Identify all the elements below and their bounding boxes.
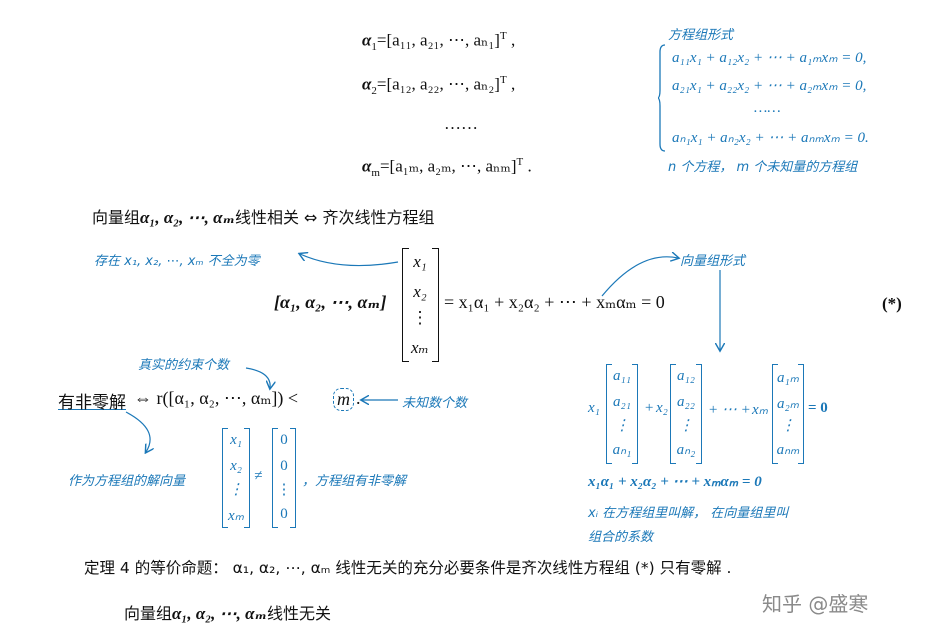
vs-col2-e1: a₁₂ [677,368,695,384]
vs-col3-left [772,364,778,464]
system-form-title: 方程组形式 [668,28,734,43]
vs-col1-left [606,364,612,464]
main-col-xm: xₘ [411,338,429,357]
zero-2: 0 [280,458,288,474]
arrow-constraints [245,367,270,388]
line-linear-independent: 向量组α₁, α₂, ⋯, αₘ线性无关 [124,604,331,623]
main-lhs-matrix: [α₁, α₂, ⋯, αₘ] [274,292,387,312]
sol-col-left-bracket [222,428,228,528]
rank-condition: ⇔ r([α₁, α₂, ⋯, αₘ]) < [134,388,299,408]
eq-dots: …… [444,114,478,133]
note-unknowns-count: 未知数个数 [402,396,468,411]
line-linear-dependent: 向量组α₁, α₂, ⋯, αₘ线性相关 ⇔ 齐次线性方程组 [92,208,435,227]
sol-dots: ⋮ [228,482,244,498]
main-col-x2: x₂ [413,282,427,301]
zero-4: 0 [280,506,288,522]
main-col-x1: x₁ [413,252,427,271]
vs-note-2: 组合的系数 [588,530,654,545]
vs-col1-e3: ⋮ [614,418,630,434]
sol-x2: x₂ [230,458,242,474]
vs-col3-e2: a₂ₘ [776,396,800,412]
zero-col-left-bracket [272,428,278,528]
system-brace [656,44,666,152]
vs-result: = 0 [808,400,828,416]
main-rhs: = x₁α₁ + x₂α₂ + ⋯ + xₘαₘ = 0 [444,292,665,312]
eq-alpha-2: α2=[a₁₂, a₂₂, ⋯, aₙ₂]T , [362,74,516,98]
vs-col2-e4: aₙ₂ [676,442,696,458]
vs-coef-m: xₘ [752,402,769,418]
brace-icon [656,44,666,152]
note-real-constraints: 真实的约束个数 [138,358,230,373]
watermark: 知乎 @盛寒 [762,592,869,616]
eq-alpha-m: αm=[a₁ₘ, a₂ₘ, ⋯, aₙₘ]T . [362,156,532,180]
arrow-to-vector-form [601,257,678,297]
equation-tag: (*) [882,294,902,313]
main-col-right-bracket [432,248,439,362]
system-row-3: …… [754,100,781,116]
vs-col1-e2: a₂₁ [613,394,631,410]
not-equal-sign: ≠ [254,468,263,484]
vs-dots: + ⋯ + [708,402,751,418]
vs-col1-e4: aₙ₁ [612,442,632,458]
eq-alpha-1: α1=[a₁₁, a₂₁, ⋯, aₙ₁]T , [362,30,516,54]
vs-plus: + [644,400,655,416]
note-not-all-zero: 存在 x₁, x₂, ⋯, xₘ 不全为零 [94,254,260,269]
note-has-nonzero-solution: ，方程组有非零解 [302,474,407,489]
main-col-dots: ⋮ [411,308,429,327]
system-form-note: n 个方程， m 个未知量的方程组 [668,160,858,175]
zero-1: 0 [280,432,288,448]
system-row-2: a₂₁x₁ + a₂₂x₂ + ⋯ + a₂ₘxₘ = 0, [672,78,867,94]
main-col-left-bracket [402,248,409,362]
has-nonzero-solution: 有非零解 [58,393,126,413]
vs-col2-e3: ⋮ [678,418,694,434]
vs-col3-right [798,364,804,464]
sol-x1: x₁ [230,432,242,448]
zero-dots: ⋮ [276,482,292,498]
vs-col3-e3: ⋮ [780,418,796,434]
note-solution-vector: 作为方程组的解向量 [68,474,186,489]
vs-line2: x₁α₁ + x₂α₂ + ⋯ + xₘαₘ = 0 [588,474,762,490]
arrow-solution-vector [125,411,150,452]
vs-coef-1: x₁ [588,400,600,416]
system-row-1: a₁₁x₁ + a₁₂x₂ + ⋯ + a₁ₘxₘ = 0, [672,50,867,66]
arrow-to-not-all-zero [300,254,399,267]
theorem-statement: 定理 4 的等价命题： α₁, α₂, ⋯, αₘ 线性无关的充分必要条件是齐次… [84,559,732,577]
note-vector-form: 向量组形式 [680,254,746,269]
vs-col2-left [670,364,676,464]
vs-col2-right [696,364,702,464]
sol-xm: xₘ [227,508,244,524]
sol-col-right-bracket [244,428,250,528]
system-row-4: aₙ₁x₁ + aₙ₂x₂ + ⋯ + aₙₘxₘ = 0. [672,130,869,146]
vs-col3-e1: a₁ₘ [776,370,800,386]
rank-end: . [356,388,361,408]
vs-note-1: xᵢ 在方程组里叫解， 在向量组里叫 [588,506,789,521]
zero-col-right-bracket [290,428,296,528]
vs-col1-right [632,364,638,464]
vs-col1-e1: a₁₁ [613,368,631,384]
vs-col2-e2: a₂₂ [677,394,695,410]
vs-coef-2: x₂ [656,400,668,416]
vs-col3-e4: aₙₘ [776,442,800,458]
unknowns-m: m [333,388,354,411]
